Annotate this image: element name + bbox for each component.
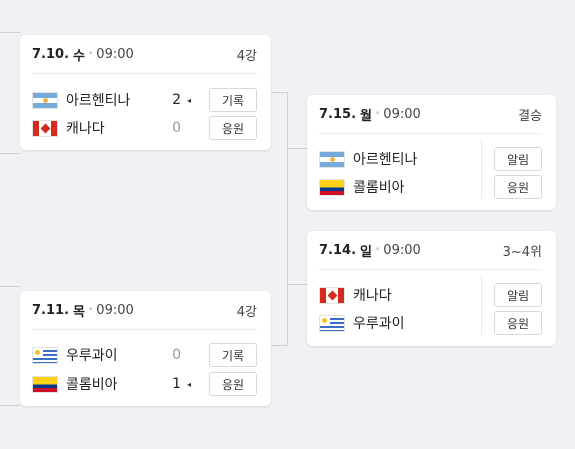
bracket-line <box>287 284 307 285</box>
uruguay-flag-icon <box>319 314 345 332</box>
separator-dot: • <box>87 49 94 59</box>
match-stage: 4강 <box>236 48 257 64</box>
team-name: 캐나다 <box>66 121 105 137</box>
match-card-semifinal-1[interactable]: 7.10. 수 • 09:00 4강 아르헨티나 2 ◂ 기록 캐나다 0 응원 <box>20 35 271 150</box>
match-day: 수 <box>73 48 85 64</box>
match-day: 일 <box>360 244 372 260</box>
match-date: 7.10. <box>32 46 70 62</box>
team-score: 0 <box>172 120 181 136</box>
bracket-line <box>287 92 288 346</box>
separator-dot: • <box>87 305 94 315</box>
bracket-line <box>0 405 20 406</box>
team-row: 콜롬비아 응원 <box>319 175 542 199</box>
winner-arrow-icon: ◂ <box>186 95 191 105</box>
notify-button[interactable]: 알림 <box>494 147 542 171</box>
team-row: 콜롬비아 1 ◂ 응원 <box>32 372 257 396</box>
match-stage: 3~4위 <box>502 244 542 260</box>
team-row: 우루과이 0 기록 <box>32 343 257 367</box>
record-button[interactable]: 기록 <box>209 88 257 112</box>
bracket-line <box>0 32 20 33</box>
match-card-semifinal-2[interactable]: 7.11. 목 • 09:00 4강 우루과이 0 기록 콜롬비아 1 ◂ 응원 <box>20 291 271 406</box>
canada-flag-icon <box>319 286 345 304</box>
match-day: 월 <box>360 108 372 124</box>
colombia-flag-icon <box>319 178 345 196</box>
match-time: 09:00 <box>383 242 421 258</box>
team-row: 우루과이 응원 <box>319 311 542 335</box>
match-card-third-place[interactable]: 7.14. 일 • 09:00 3~4위 캐나다 알림 우루과이 응원 <box>307 231 556 346</box>
team-name: 아르헨티나 <box>353 152 418 168</box>
cheer-button[interactable]: 응원 <box>209 372 257 396</box>
divider <box>481 275 482 335</box>
bracket-line <box>271 92 287 93</box>
match-header: 7.11. 목 • 09:00 4강 <box>32 291 257 330</box>
team-score: 2 <box>172 92 181 108</box>
match-time: 09:00 <box>383 106 421 122</box>
team-score: 1 <box>172 376 181 392</box>
match-header: 7.10. 수 • 09:00 4강 <box>32 35 257 74</box>
team-row: 캐나다 알림 <box>319 283 542 307</box>
argentina-flag-icon <box>32 91 58 109</box>
colombia-flag-icon <box>32 375 58 393</box>
team-row: 아르헨티나 알림 <box>319 147 542 171</box>
match-date: 7.15. <box>319 106 357 122</box>
team-name: 콜롬비아 <box>66 377 118 393</box>
separator-dot: • <box>374 245 381 255</box>
argentina-flag-icon <box>319 150 345 168</box>
match-stage: 결승 <box>518 108 542 124</box>
bracket-line <box>0 286 20 287</box>
notify-button[interactable]: 알림 <box>494 283 542 307</box>
match-stage: 4강 <box>236 304 257 320</box>
canada-flag-icon <box>32 119 58 137</box>
team-row: 아르헨티나 2 ◂ 기록 <box>32 88 257 112</box>
match-header: 7.15. 월 • 09:00 결승 <box>319 95 542 134</box>
match-time: 09:00 <box>96 46 134 62</box>
separator-dot: • <box>374 109 381 119</box>
cheer-button[interactable]: 응원 <box>494 175 542 199</box>
team-name: 캐나다 <box>353 288 392 304</box>
team-row: 캐나다 0 응원 <box>32 116 257 140</box>
match-day: 목 <box>73 304 85 320</box>
bracket-line <box>287 148 307 149</box>
team-name: 우루과이 <box>66 348 118 364</box>
match-time: 09:00 <box>96 302 134 318</box>
team-name: 우루과이 <box>353 316 405 332</box>
uruguay-flag-icon <box>32 346 58 364</box>
record-button[interactable]: 기록 <box>209 343 257 367</box>
team-name: 아르헨티나 <box>66 93 131 109</box>
match-date: 7.11. <box>32 302 70 318</box>
match-card-final[interactable]: 7.15. 월 • 09:00 결승 아르헨티나 알림 콜롬비아 응원 <box>307 95 556 210</box>
team-score: 0 <box>172 347 181 363</box>
cheer-button[interactable]: 응원 <box>494 311 542 335</box>
match-header: 7.14. 일 • 09:00 3~4위 <box>319 231 542 270</box>
cheer-button[interactable]: 응원 <box>209 116 257 140</box>
winner-arrow-icon: ◂ <box>186 379 191 389</box>
divider <box>481 139 482 199</box>
match-date: 7.14. <box>319 242 357 258</box>
bracket-line <box>271 345 287 346</box>
team-name: 콜롬비아 <box>353 180 405 196</box>
bracket-line <box>0 153 20 154</box>
